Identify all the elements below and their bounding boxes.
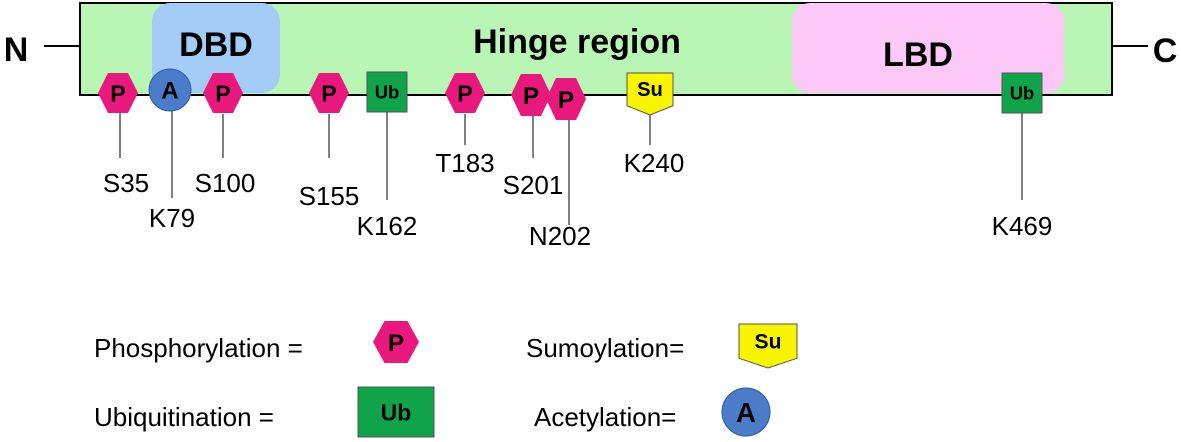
site-label-k79: K79 [149,203,195,233]
mark-letter: P [321,80,336,106]
acetylation-mark: A [148,68,192,112]
phosphorylation-hexagon [309,73,349,113]
legend-phosphorylation-label: Phosphorylation = [94,333,303,363]
site-label-t183: T183 [435,148,494,178]
acetylation-circle [148,68,192,112]
mark-letter: P [388,330,404,357]
sumoylation-pentagon [626,72,674,116]
phosphorylation-mark: P [445,73,485,113]
site-label-s35: S35 [103,168,149,198]
phosphorylation-hexagon [373,321,419,363]
ubiquitination-mark: Ub [366,71,408,113]
mark-letter: Ub [1010,83,1035,104]
mark-letter: P [457,80,472,106]
site-label-n202: N202 [529,221,591,251]
legend-sumoylation-mark: Su [738,323,798,369]
c-terminus-label: C [1153,32,1178,70]
lbd-domain [792,3,1064,93]
mark-letter: A [736,397,756,428]
site-label-s100: S100 [195,168,256,198]
mark-letter: Su [755,330,782,353]
legend-acetylation-mark: A [721,387,771,437]
phosphorylation-mark: P [511,74,551,116]
site-label-s201: S201 [503,170,564,200]
ubiquitination-box [357,386,435,438]
ubiquitination-box [1001,72,1043,114]
phosphorylation-mark: P [203,73,243,113]
dbd-domain [152,3,280,93]
site-label-s155: S155 [299,181,360,211]
site-label-k162: K162 [357,211,418,241]
phosphorylation-hexagon [203,73,243,113]
legend-sumoylation-label: Sumoylation= [526,333,684,363]
mark-letter: P [523,83,539,110]
mark-letter: P [215,80,230,106]
legend-acetylation-label: Acetylation= [534,402,676,432]
phosphorylation-mark: P [546,78,586,120]
phosphorylation-hexagon [546,78,586,120]
mark-letter: Ub [381,399,412,425]
phosphorylation-hexagon [98,73,138,113]
phosphorylation-mark: P [98,73,138,113]
mark-letter: P [110,80,125,106]
sumoylation-pentagon [738,323,798,369]
lbd-label: LBD [883,36,953,74]
phosphorylation-mark: P [309,73,349,113]
phosphorylation-hexagon [445,73,485,113]
hinge-region-label: Hinge region [473,23,681,61]
phosphorylation-hexagon [511,74,551,116]
site-label-k469: K469 [992,211,1053,241]
mark-letter: A [161,78,178,105]
n-terminus-label: N [4,31,29,69]
mark-letter: P [558,87,574,114]
ubiquitination-box [366,71,408,113]
site-label-k240: K240 [624,148,685,178]
ubiquitination-mark: Ub [1001,72,1043,114]
acetylation-circle [721,387,771,437]
sumoylation-mark: Su [626,72,674,116]
legend-ubiquitination-label: Ubiquitination = [94,402,274,432]
legend-ubiquitination-mark: Ub [357,386,435,438]
legend-phosphorylation-mark: P [373,321,419,363]
dbd-label: DBD [179,26,253,64]
mark-letter: Su [637,79,663,101]
mark-letter: Ub [375,82,400,103]
